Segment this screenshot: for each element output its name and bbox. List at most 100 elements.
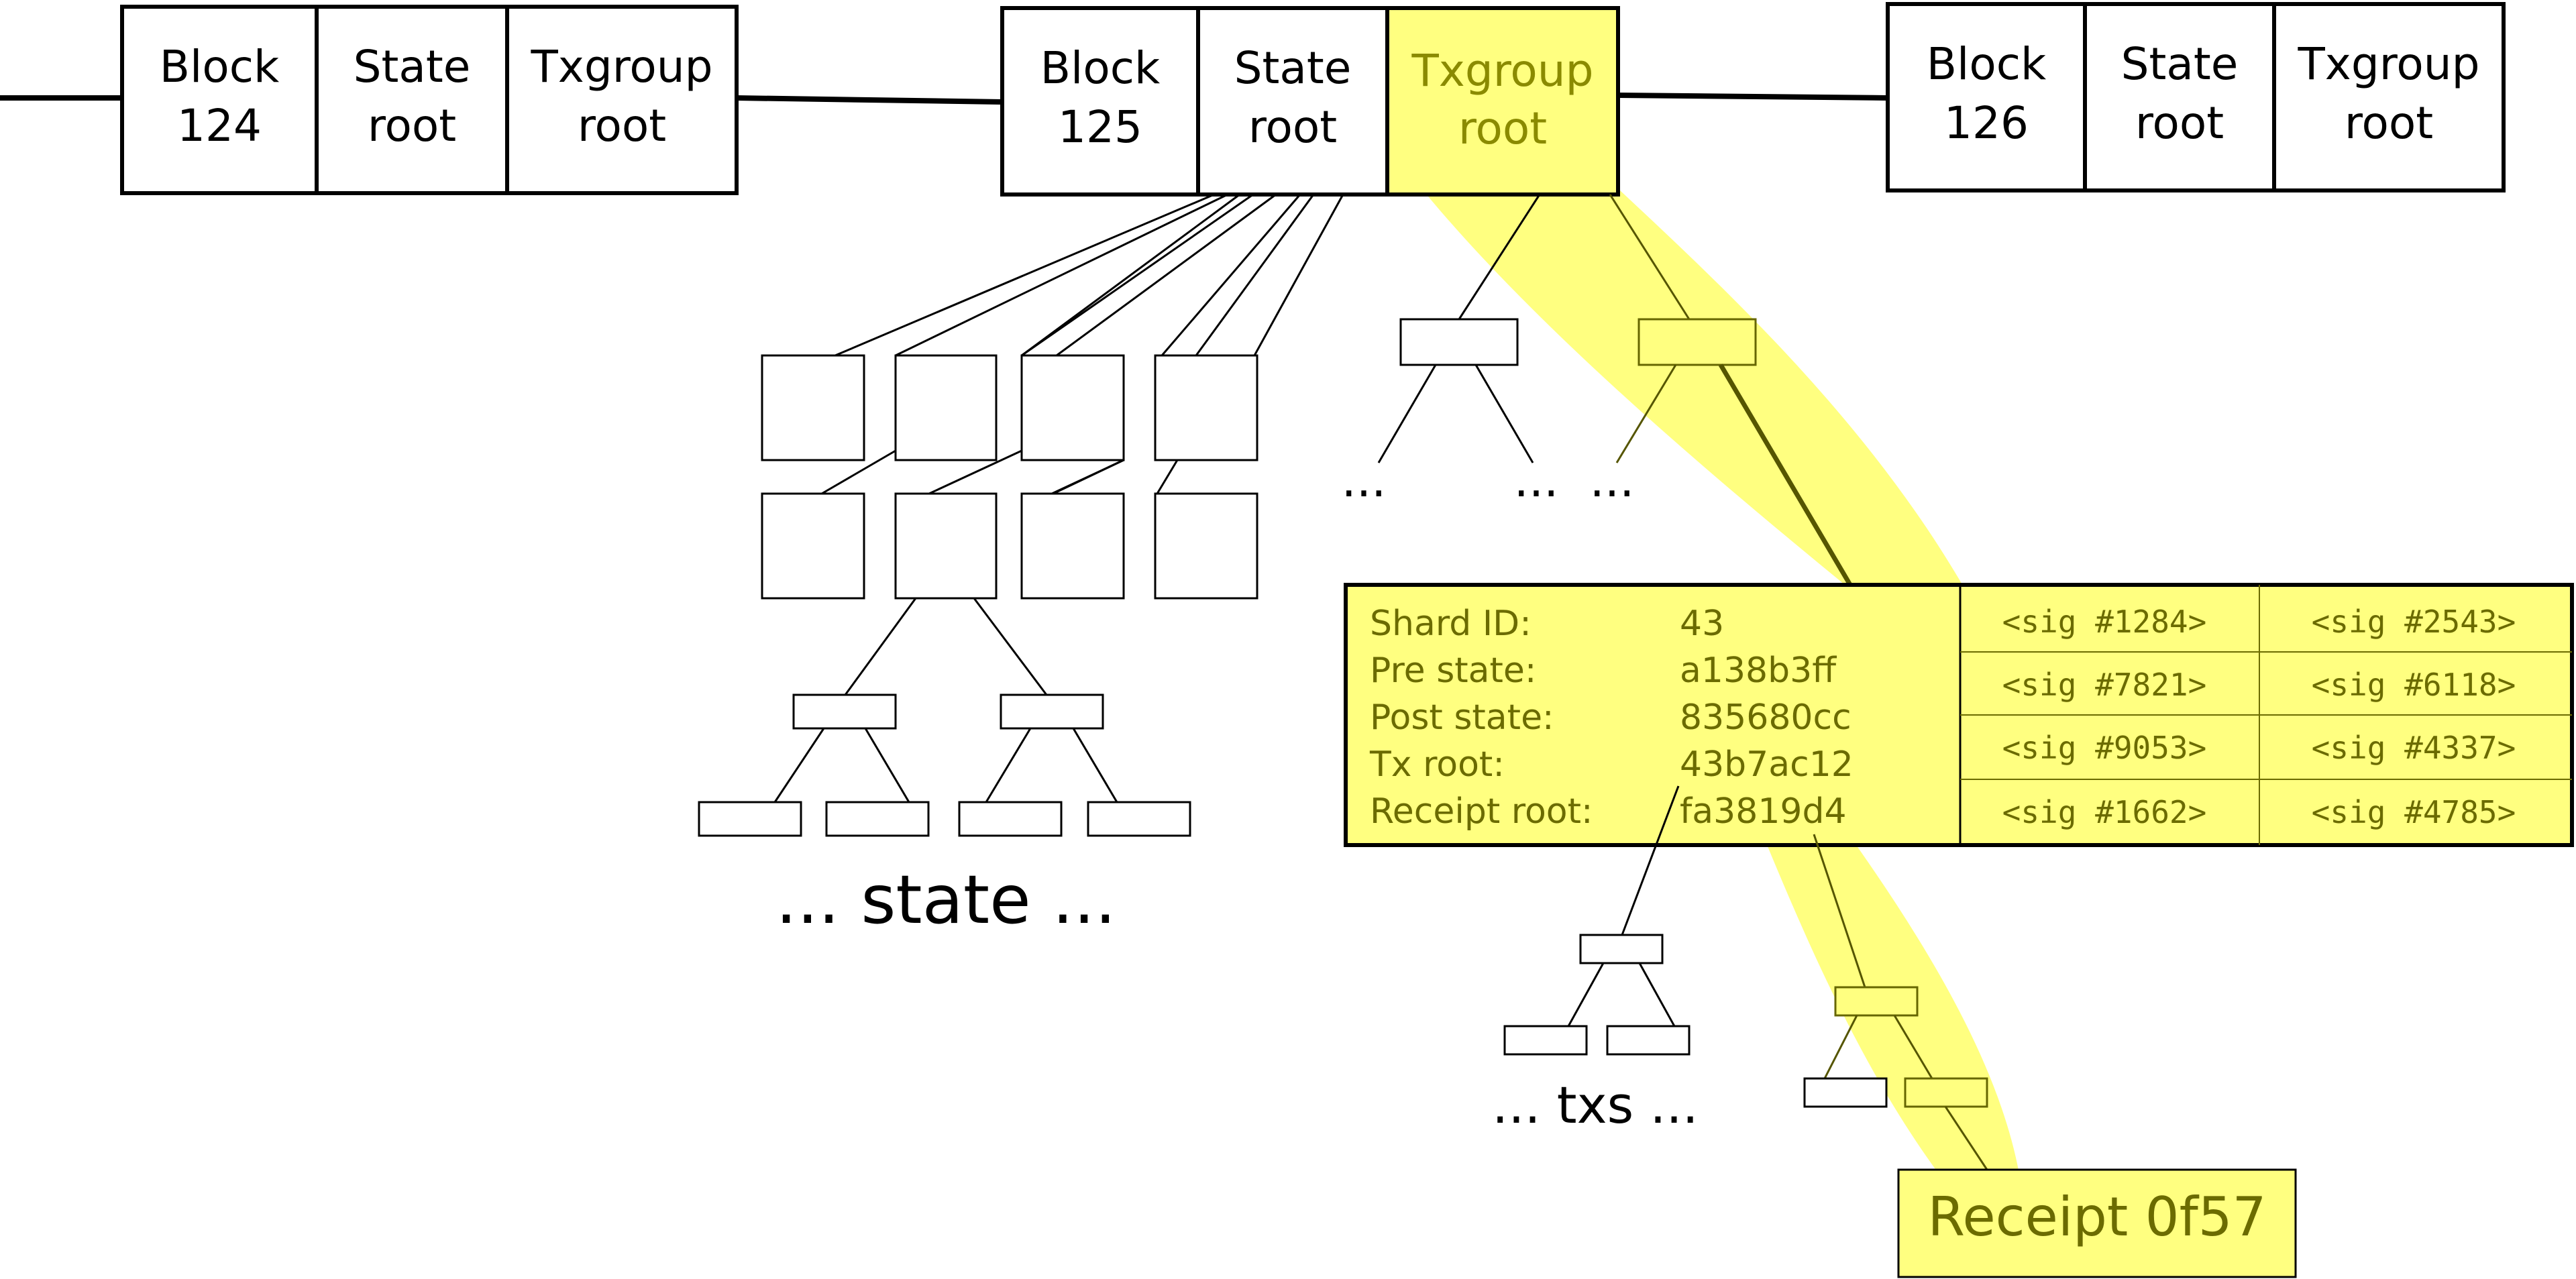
receipt-leaf-node	[1803, 1077, 1888, 1108]
txgroup-ellipsis-right: ...	[1590, 453, 1635, 508]
state-leaf-node	[1087, 801, 1191, 837]
block-124-txgroup-label: Txgroup	[530, 41, 712, 93]
receipt-leaf-node-highlighted	[1904, 1077, 1988, 1108]
block-124-txgroup-root-cell	[505, 5, 739, 195]
state-node	[1154, 492, 1258, 600]
block-124: Block 124 State root Txgroup root	[120, 5, 739, 195]
block-126-txgroup-root-label: root	[2345, 97, 2433, 149]
state-edge	[1072, 728, 1118, 803]
txgroup-ellipsis-middle: ...	[1514, 453, 1559, 508]
block-124-title: Block	[160, 41, 280, 93]
signature: <sig #1284>	[2002, 604, 2207, 640]
block-125-state-label: State	[1234, 42, 1352, 94]
signature: <sig #4785>	[2312, 794, 2516, 830]
header-field-value: fa3819d4	[1680, 791, 1847, 832]
signature: <sig #1662>	[2002, 794, 2207, 830]
state-edge	[1253, 194, 1344, 356]
tx-tree: ... txs ...	[1492, 785, 1699, 1135]
state-edge	[835, 193, 1215, 357]
block-124-number: 124	[177, 100, 262, 152]
block-124-state-label: State	[354, 41, 471, 93]
block-124-header-cell	[120, 5, 319, 195]
state-edge	[928, 449, 1022, 495]
state-edge	[1021, 193, 1254, 357]
state-edge	[844, 598, 917, 696]
state-edge	[1156, 459, 1179, 494]
state-edge	[985, 728, 1032, 803]
txgroup-edge	[1458, 194, 1541, 320]
block-126-state-root-label: root	[2135, 97, 2224, 149]
state-node	[1020, 492, 1125, 600]
state-node	[894, 354, 998, 461]
state-node	[894, 492, 998, 600]
state-edge	[1021, 193, 1240, 357]
block-124-state-root-label: root	[368, 100, 456, 152]
header-field-value: 43	[1680, 604, 1724, 644]
signature: <sig #6118>	[2312, 667, 2516, 703]
state-branch-node	[1000, 693, 1104, 730]
state-node	[1020, 354, 1125, 461]
receipt-branch-node	[1834, 986, 1919, 1017]
block-125-title: Block	[1040, 42, 1161, 94]
signature: <sig #2543>	[2312, 604, 2516, 640]
state-tree-nodes	[698, 354, 1258, 837]
block-126: Block 126 State root Txgroup root	[1886, 2, 2506, 192]
tx-leaf-node	[1606, 1025, 1690, 1056]
state-edge	[864, 728, 910, 803]
state-node	[761, 354, 865, 461]
state-leaf-node	[958, 801, 1063, 837]
signature: <sig #9053>	[2002, 730, 2207, 766]
receipt-edge	[1823, 1015, 1858, 1079]
txgroup-edge	[1474, 364, 1534, 463]
header-field-key: Post state:	[1370, 698, 1554, 738]
chain-link-124-125	[736, 95, 1003, 105]
state-edge	[1051, 459, 1124, 495]
state-edge	[1056, 193, 1277, 357]
header-field-value: a138b3ff	[1680, 651, 1837, 691]
signature: <sig #4337>	[2312, 730, 2516, 766]
txgroup-tree: ... ... ...	[1342, 194, 1853, 586]
block-125-txgroup-root-cell	[1385, 6, 1620, 197]
txs-label: ... txs ...	[1492, 1075, 1699, 1135]
state-branch-node	[792, 693, 897, 730]
receipt-edge	[1944, 1106, 1988, 1170]
header-field-key: Pre state:	[1370, 651, 1536, 691]
txgroup-edge-highlighted	[1615, 364, 1677, 463]
block-126-txgroup-label: Txgroup	[2297, 38, 2479, 90]
block-125-number: 125	[1058, 101, 1142, 153]
block-125-header-cell	[1000, 6, 1200, 197]
block-125-txgroup-root-label: root	[1458, 103, 1547, 154]
txgroup-edge-highlighted	[1609, 194, 1690, 320]
state-node	[761, 492, 865, 600]
txgroup-edge	[1377, 364, 1437, 463]
block-124-txgroup-root-label: root	[578, 100, 666, 152]
signature: <sig #7821>	[2002, 667, 2207, 703]
block-126-state-root-cell	[2083, 2, 2276, 192]
header-field-value: 835680cc	[1680, 698, 1851, 738]
chain-link-125-126	[1617, 93, 1888, 101]
txgroup-edge-proof	[1718, 364, 1853, 586]
tx-edge	[1567, 962, 1605, 1027]
state-edge	[973, 598, 1048, 696]
state-edge	[1161, 194, 1301, 356]
block-125-txgroup-label: Txgroup	[1411, 45, 1593, 97]
block-126-title: Block	[1927, 38, 2047, 90]
block-125-state-root-label: root	[1248, 101, 1337, 153]
receipt-label: Receipt 0f57	[1927, 1186, 2266, 1248]
header-field-key: Tx root:	[1369, 744, 1505, 785]
block-126-state-label: State	[2121, 38, 2239, 90]
state-leaf-node	[825, 801, 930, 837]
tx-branch-node	[1579, 934, 1664, 964]
block-126-header-cell	[1886, 2, 2087, 192]
txgroup-branch-node-highlighted	[1638, 318, 1757, 366]
state-node	[1154, 354, 1258, 461]
receipt-edge	[1813, 834, 1866, 988]
state-edge	[821, 449, 896, 495]
proof-path-highlight	[1415, 181, 1966, 590]
txgroup-ellipsis-left: ...	[1342, 453, 1387, 508]
block-124-state-root-cell	[315, 5, 509, 195]
block-126-txgroup-root-cell	[2272, 2, 2506, 192]
receipt-box	[1897, 1168, 2297, 1278]
collation-header: Shard ID: 43 Pre state: a138b3ff Post st…	[1344, 583, 2574, 847]
